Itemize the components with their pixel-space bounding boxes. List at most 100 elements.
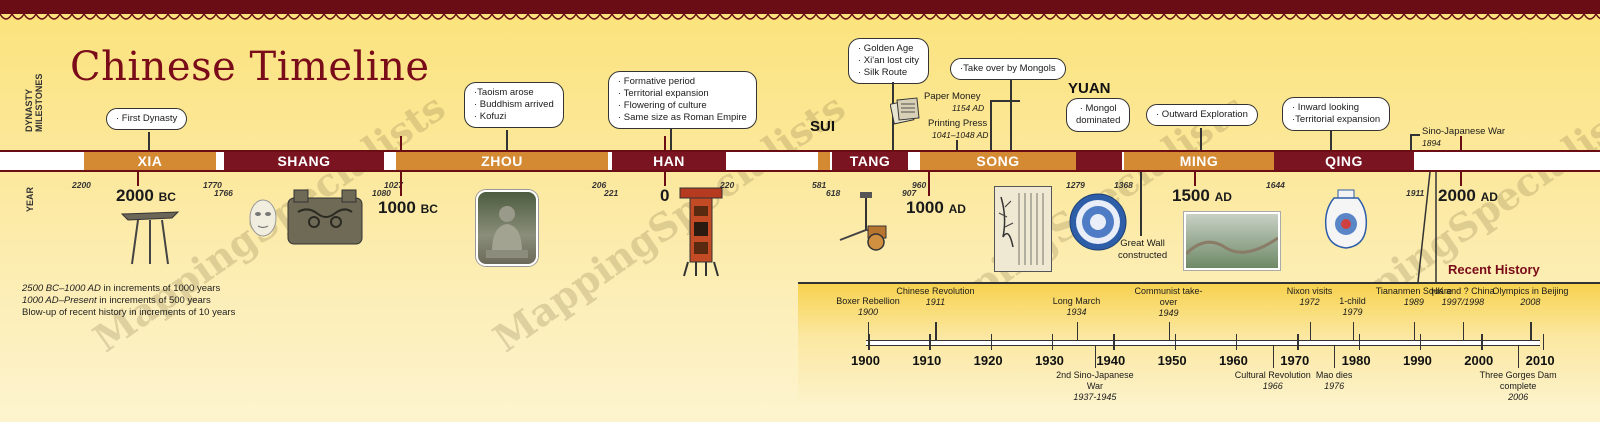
year-907: 907	[902, 188, 917, 198]
recent-axis-year: 1960	[1218, 353, 1248, 368]
mask-icon	[249, 199, 277, 237]
recent-axis-tick	[1235, 334, 1238, 350]
porcelain-vase-icon	[1324, 189, 1368, 249]
dynasty-sui-bar	[818, 152, 830, 170]
connector	[148, 132, 150, 150]
recent-axis-year: 1990	[1402, 353, 1432, 368]
recent-axis-year: 1940	[1096, 353, 1126, 368]
tick	[400, 136, 402, 150]
year-1368: 1368	[1114, 180, 1133, 190]
year-618: 618	[826, 188, 841, 198]
great-wall-label: Great Wall constructed	[1118, 238, 1168, 261]
banner-figure-icon	[679, 187, 723, 277]
recent-axis-tick	[990, 334, 993, 350]
recent-history-title: Recent History	[1448, 262, 1540, 277]
paper-money-icon	[890, 97, 920, 125]
tick	[928, 172, 930, 196]
recent-axis-tick	[1542, 334, 1545, 350]
year-1027: 1027	[384, 180, 403, 190]
dynasty-ming: MING	[1124, 152, 1274, 170]
dynasty-label-yuan: YUAN	[1068, 80, 1111, 97]
recent-axis-year: 1910	[912, 353, 942, 368]
recent-event-connector	[935, 322, 937, 340]
recent-axis-tick	[1419, 334, 1422, 350]
tick	[1460, 136, 1462, 150]
milestone-xia: · First Dynasty	[106, 108, 188, 130]
recent-axis-year: 1980	[1341, 353, 1371, 368]
tick	[1194, 172, 1196, 186]
tick	[664, 136, 666, 150]
big-year-1000ad: 1000 AD	[906, 198, 966, 217]
year-1279: 1279	[1066, 180, 1085, 190]
milestone-tang: · Golden Age · Xi'an lost city · Silk Ro…	[848, 38, 929, 84]
recent-event-connector	[1309, 322, 1311, 340]
scale-legend: 2500 BC–1000 AD in increments of 1000 ye…	[22, 283, 236, 318]
dynasty-shang: SHANG	[224, 152, 384, 170]
tick	[137, 172, 139, 186]
tick	[664, 172, 666, 186]
recent-event-connector	[1076, 322, 1078, 340]
connector	[990, 100, 1020, 102]
great-wall-photo	[1184, 212, 1280, 270]
recent-event-connector	[1462, 322, 1465, 340]
milestone-qing: · Inward looking ·Territorial expansion	[1282, 97, 1391, 131]
recent-event-connector	[1094, 346, 1097, 368]
scroll-icon	[998, 193, 1044, 265]
big-year-1500ad: 1500 AD	[1172, 186, 1232, 205]
recent-axis-tick	[1358, 334, 1361, 350]
recent-event-connector	[868, 322, 870, 340]
recent-axis-year: 1930	[1034, 353, 1064, 368]
year-1766: 1766	[214, 188, 233, 198]
wheelbarrow-icon	[839, 192, 887, 251]
dynasty-label-sui: SUI	[810, 118, 836, 135]
big-year-0: 0	[660, 186, 670, 205]
recent-event-connector	[1413, 322, 1416, 340]
milestone-han: · Formative period · Territorial expansi…	[608, 71, 757, 129]
dynasty-han: HAN	[612, 152, 726, 170]
zoom-connector	[1417, 172, 1437, 283]
connector	[506, 130, 508, 150]
dynasty-zhou: ZHOU	[396, 152, 608, 170]
big-year-2000ad: 2000 AD	[1438, 186, 1498, 205]
recent-event-connector	[1530, 322, 1532, 340]
tick	[1460, 172, 1462, 186]
connector	[1010, 80, 1012, 150]
connector	[1410, 134, 1412, 150]
dynasty-song: SONG	[920, 152, 1076, 170]
year-1644: 1644	[1266, 180, 1285, 190]
buddha-photo	[476, 190, 538, 266]
tick	[400, 172, 402, 196]
recent-axis-tick	[1051, 334, 1054, 350]
bronze-vessel-icon	[120, 211, 180, 265]
recent-axis-year: 2000	[1464, 353, 1494, 368]
year-206: 206	[592, 180, 607, 190]
connector	[1140, 172, 1142, 236]
recent-axis-year: 1900	[851, 353, 880, 368]
recent-axis-tick	[1481, 334, 1483, 350]
recent-axis-tick	[929, 334, 931, 350]
recent-event-connector	[1352, 322, 1354, 340]
connector	[1200, 128, 1202, 150]
recent-event-connector	[1272, 346, 1274, 368]
milestone-zhou: ·Taoism arose · Buddhism arrived · Kofuz…	[464, 82, 564, 128]
connector	[1330, 130, 1332, 150]
milestone-ming: · Outward Exploration	[1146, 104, 1258, 126]
paper-money-year: 1154 AD	[952, 103, 985, 113]
porcelain-plate-icon	[1069, 193, 1127, 251]
recent-axis-tick	[1297, 334, 1299, 350]
recent-axis-year: 1920	[973, 353, 1003, 368]
recent-event-connector	[1518, 346, 1520, 368]
big-year-2000bc: 2000 BC	[116, 186, 176, 205]
printing-press-year: 1041–1048 AD	[932, 130, 989, 140]
year-2200: 2200	[72, 180, 91, 190]
recent-axis-tick	[1174, 334, 1177, 350]
